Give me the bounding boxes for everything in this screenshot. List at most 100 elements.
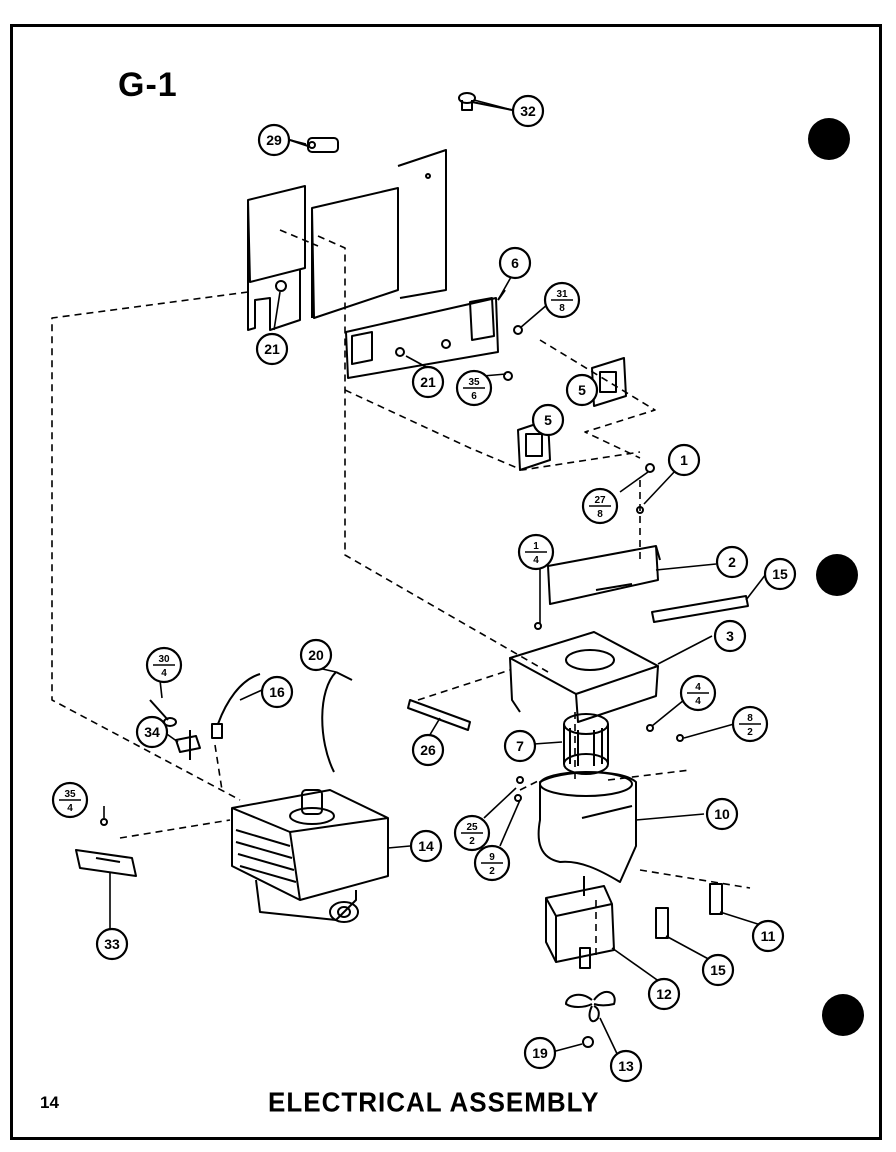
part-20-wire <box>321 671 353 773</box>
callout-circle <box>257 123 291 157</box>
callout-c1q: 14 <box>517 533 555 571</box>
callout-circle <box>409 829 443 863</box>
callout-part-number: 15 <box>710 962 726 978</box>
callout-part-number: 6 <box>511 255 519 271</box>
callout-circle <box>751 919 785 953</box>
callout-part-number: 21 <box>264 341 280 357</box>
callout-part-number: 5 <box>578 382 586 398</box>
callout-c21b: 21 <box>411 365 445 399</box>
callout-part-number: 16 <box>269 684 285 700</box>
callout-quantity: 4 <box>161 668 167 679</box>
callout-circle <box>667 443 701 477</box>
callout-part-number: 15 <box>772 566 788 582</box>
sheet-code: G-1 <box>118 66 178 104</box>
callout-c32: 32 <box>511 94 545 128</box>
callout-c12: 12 <box>647 977 681 1011</box>
callout-circle <box>565 373 599 407</box>
callout-part-number: 1 <box>533 541 539 552</box>
callout-circle <box>299 638 333 672</box>
callout-circle <box>701 953 735 987</box>
callout-c13: 13 <box>609 1049 643 1083</box>
callout-c9: 92 <box>473 844 511 882</box>
callout-part-number: 35 <box>64 789 76 800</box>
control-panel-frame <box>247 149 447 331</box>
part-34-diode <box>175 730 201 760</box>
callout-part-number: 32 <box>520 103 536 119</box>
callout-quantity: 4 <box>695 696 701 707</box>
callout-c3: 3 <box>713 619 747 653</box>
callout-c29: 29 <box>257 123 291 157</box>
callout-part-number: 31 <box>556 289 568 300</box>
callout-circle <box>503 729 537 763</box>
callout-quantity: 6 <box>471 391 477 402</box>
callout-part-number: 20 <box>308 647 324 663</box>
callout-c15b: 15 <box>701 953 735 987</box>
callout-circle <box>531 403 565 437</box>
callout-circle <box>715 545 749 579</box>
assembly-dashed-lines <box>51 229 751 960</box>
callout-quantity: 8 <box>597 509 603 520</box>
callout-c26: 26 <box>411 733 445 767</box>
callout-part-number: 14 <box>418 838 434 854</box>
callout-circle <box>498 246 532 280</box>
callout-c1: 1 <box>667 443 701 477</box>
callout-c35a: 356 <box>455 369 493 407</box>
part-11-clip <box>709 883 723 915</box>
callout-part-number: 19 <box>532 1045 548 1061</box>
callout-c16: 16 <box>260 675 294 709</box>
callout-c27: 278 <box>581 487 619 525</box>
screws-small <box>100 325 684 1048</box>
callout-part-number: 25 <box>466 822 478 833</box>
part-12-motor <box>545 876 615 969</box>
part-6-bracket <box>345 289 506 379</box>
callout-circle <box>609 1049 643 1083</box>
callout-part-number: 21 <box>420 374 436 390</box>
callout-c2: 2 <box>715 545 749 579</box>
callout-c7: 7 <box>503 729 537 763</box>
callout-part-number: 2 <box>728 554 736 570</box>
callout-c35b: 354 <box>51 781 89 819</box>
callout-circle <box>647 977 681 1011</box>
part-29-fuse <box>289 137 339 153</box>
callout-circle <box>705 797 739 831</box>
callout-c31: 318 <box>543 281 581 319</box>
part-26-strip <box>407 699 471 731</box>
part-15-spacer <box>655 907 669 939</box>
callout-quantity: 8 <box>559 303 565 314</box>
part-7-fan <box>563 713 609 775</box>
callout-quantity: 2 <box>489 866 495 877</box>
callout-part-number: 1 <box>680 452 688 468</box>
callout-circle <box>255 332 289 366</box>
callout-c6: 6 <box>498 246 532 280</box>
part-3-base-plate <box>509 631 659 723</box>
callout-part-number: 27 <box>594 495 606 506</box>
callout-c15a: 15 <box>763 557 797 591</box>
callout-part-number: 29 <box>266 132 282 148</box>
callout-part-number: 11 <box>761 928 776 944</box>
callout-part-number: 10 <box>714 806 730 822</box>
part-33-bracket <box>75 849 137 877</box>
callout-circle <box>523 1036 557 1070</box>
callout-circle <box>95 927 129 961</box>
callout-circle <box>763 557 797 591</box>
callout-part-number: 4 <box>695 682 701 693</box>
callout-circle <box>511 94 545 128</box>
binder-hole-bottom <box>822 994 864 1036</box>
callout-part-number: 7 <box>516 738 524 754</box>
callout-part-number: 3 <box>726 628 734 644</box>
part-10-duct <box>537 771 637 883</box>
callout-c5b: 5 <box>531 403 565 437</box>
page-title: ELECTRICAL ASSEMBLY <box>268 1086 600 1118</box>
callout-part-number: 26 <box>420 742 436 758</box>
callout-c14: 14 <box>409 829 443 863</box>
callout-circle <box>411 733 445 767</box>
callout-c33: 33 <box>95 927 129 961</box>
callout-c34: 34 <box>135 715 169 749</box>
callout-c30: 304 <box>145 646 183 684</box>
callout-part-number: 33 <box>104 936 120 952</box>
page-border <box>10 24 882 1140</box>
callout-quantity: 4 <box>67 803 73 814</box>
